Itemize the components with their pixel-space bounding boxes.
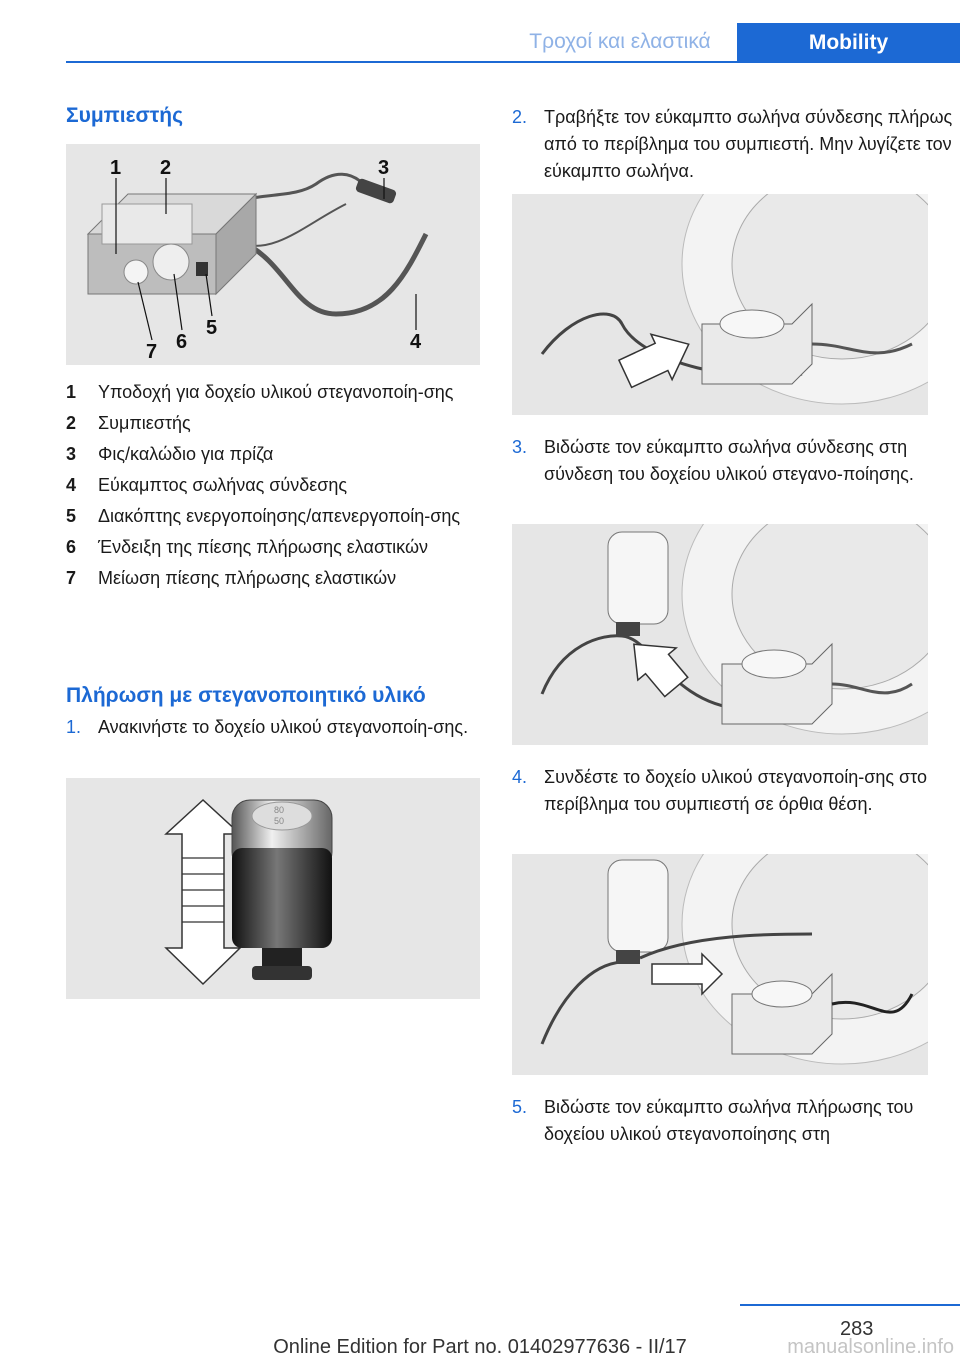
bottle-label-top: 80	[274, 805, 284, 815]
callout-6: 6	[176, 331, 187, 353]
step-5: 5.Βιδώστε τον εύκαμπτο σωλήνα πλήρωσης τ…	[512, 1097, 914, 1144]
section-title: Τροχοί και ελαστικά	[529, 30, 711, 53]
shake-bottle-figure: 80 50	[66, 778, 480, 999]
callout-1: 1	[110, 157, 121, 179]
connect-bottle-figure	[512, 854, 928, 1075]
callout-2: 2	[160, 157, 171, 179]
edition-footer: Online Edition for Part no. 01402977636 …	[273, 1336, 687, 1358]
step-1: 1.Ανακινήστε το δοχείο υλικού στεγανοποί…	[66, 717, 469, 737]
header-rule	[66, 61, 960, 63]
footer-rule	[740, 1304, 960, 1306]
pull-hose-figure	[512, 194, 928, 415]
step-3: 3.Βιδώστε τον εύκαμπτο σωλήνα σύνδεσης σ…	[512, 437, 914, 484]
watermark: manualsonline.info	[787, 1336, 954, 1358]
callout-4: 4	[410, 331, 422, 353]
callout-7: 7	[146, 341, 157, 363]
step-4: 4.Συνδέστε το δοχείο υλικού στεγανοποίη-…	[512, 767, 927, 814]
compressor-figure: 1 2 3 4 5 6 7	[66, 144, 480, 365]
filling-heading: Πλήρωση με στεγανοποιητικό υλικό	[66, 684, 426, 707]
page-number: 283	[840, 1318, 874, 1340]
compressor-heading: Συμπιεστής	[66, 104, 184, 127]
callout-3: 3	[378, 157, 389, 179]
screw-hose-figure	[512, 524, 928, 745]
step-2: 2.Τραβήξτε τον εύκαμπτο σωλήνα σύνδεσης …	[512, 107, 953, 181]
bottle-label-bottom: 50	[274, 816, 284, 826]
callout-5: 5	[206, 317, 217, 339]
chapter-tab[interactable]: Mobility	[737, 23, 960, 63]
